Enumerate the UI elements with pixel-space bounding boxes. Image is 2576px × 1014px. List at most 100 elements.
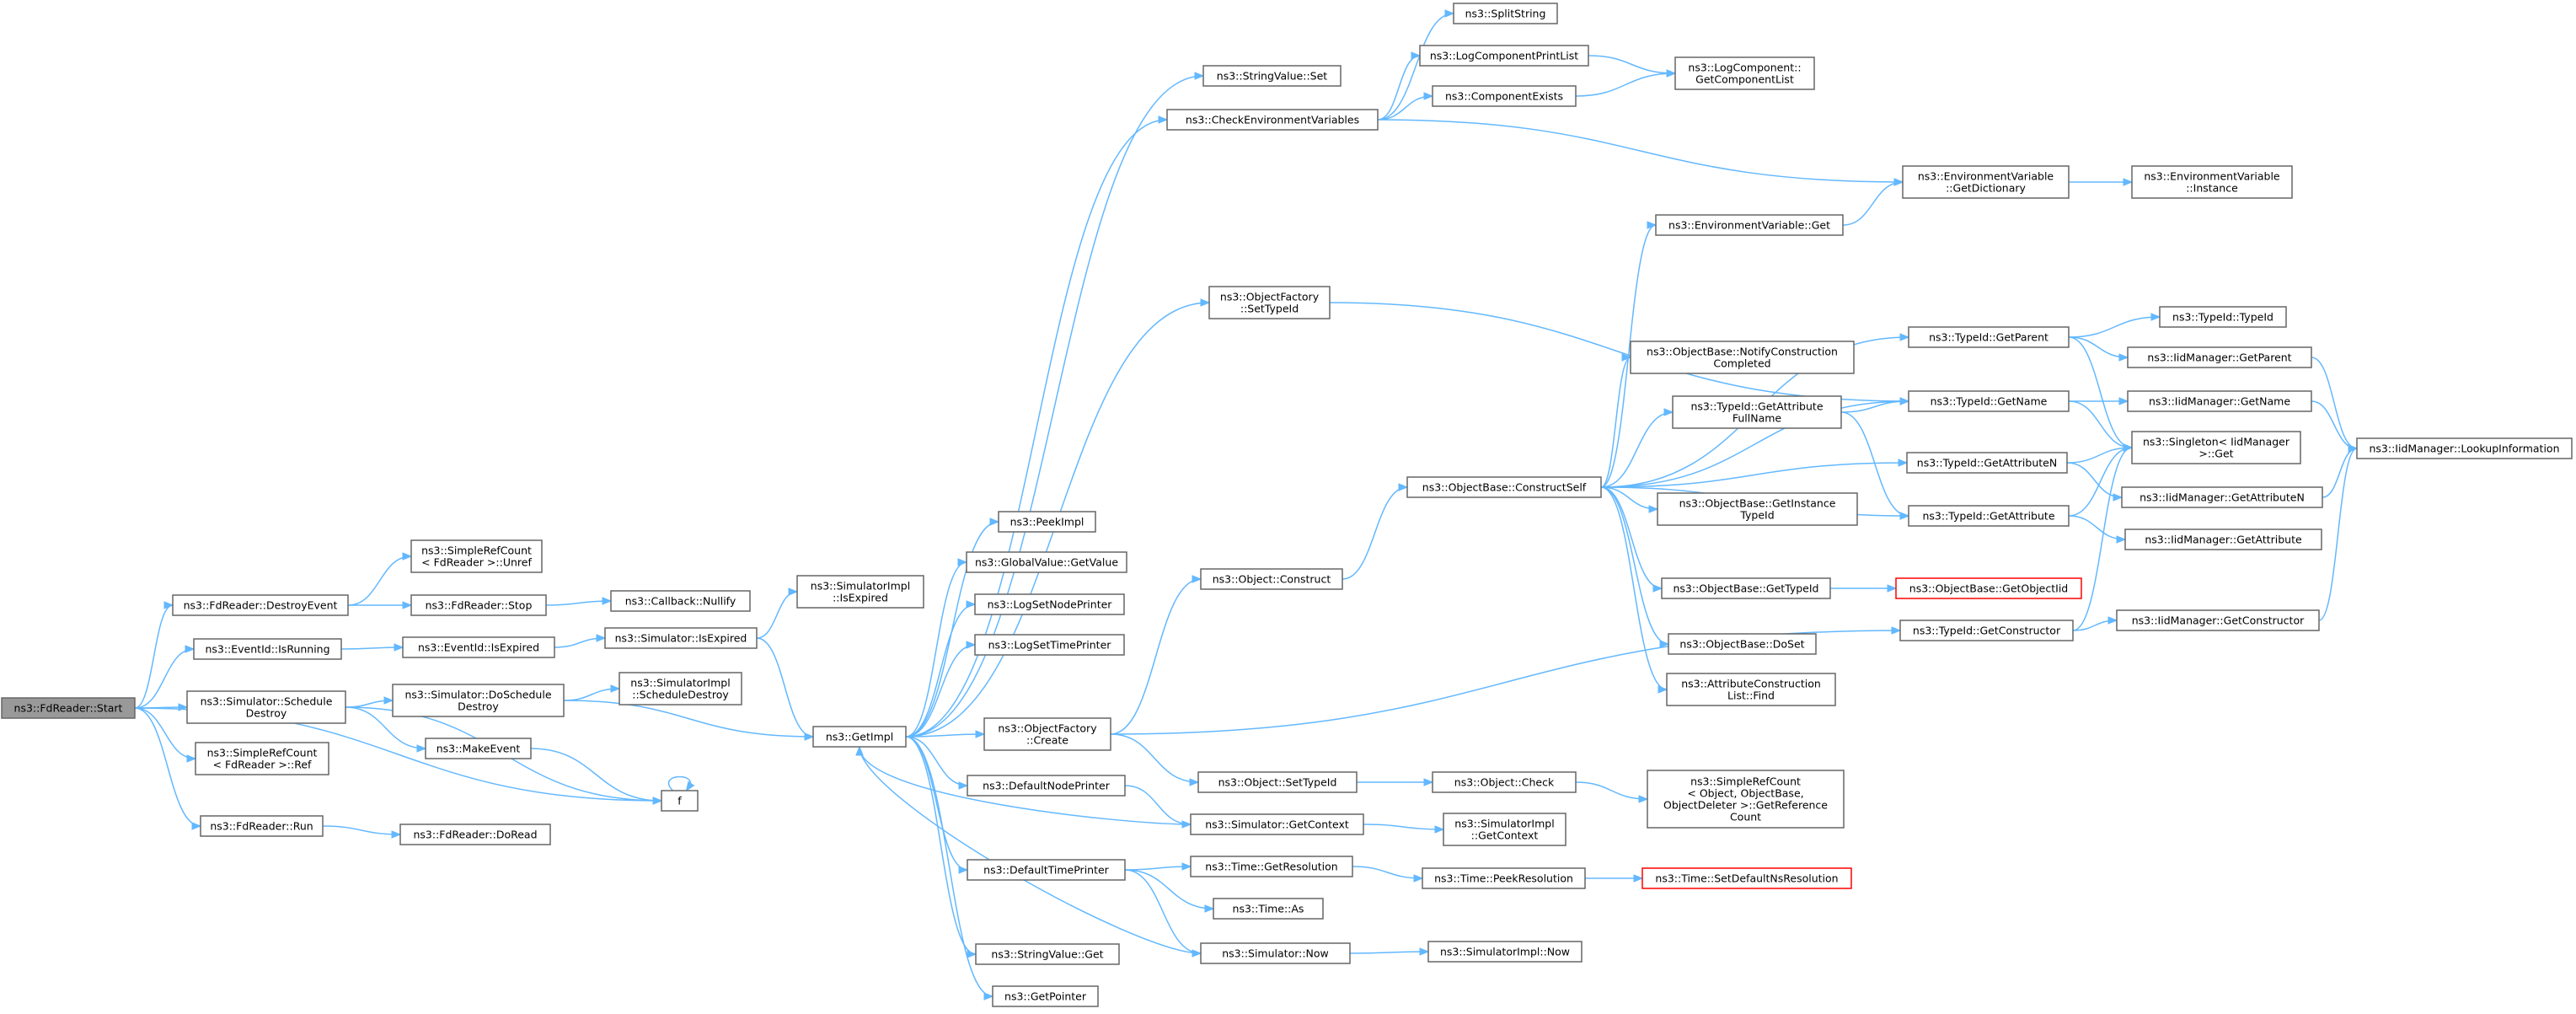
edge-arrowhead [2116, 535, 2127, 544]
node-run[interactable]: ns3::FdReader::Run [200, 815, 324, 837]
node-isRunning[interactable]: ns3::EventId::IsRunning [193, 638, 342, 660]
node-label: ns3::EventId::IsExpired [418, 641, 539, 654]
node-stop[interactable]: ns3::FdReader::Stop [410, 594, 547, 616]
node-obDoSet[interactable]: ns3::ObjectBase::DoSet [1668, 633, 1817, 655]
node-label: List::Find [1727, 689, 1775, 702]
node-iidGetParent[interactable]: ns3::IidManager::GetParent [2127, 346, 2312, 368]
node-simpleRefCountGetRef[interactable]: ns3::SimpleRefCount< Object, ObjectBase,… [1647, 770, 1845, 829]
node-nullify[interactable]: ns3::Callback::Nullify [610, 590, 751, 612]
node-checkEnv[interactable]: ns3::CheckEnvironmentVariables [1166, 109, 1379, 131]
edge-getImpl-to-logSetTimePrinter [905, 644, 976, 738]
node-typeIdGetAttributeN[interactable]: ns3::TypeId::GetAttributeN [1906, 452, 2068, 474]
node-makeEvent[interactable]: ns3::MakeEvent [425, 738, 532, 759]
node-stringValueGet[interactable]: ns3::StringValue::Get [975, 943, 1120, 965]
node-envGet[interactable]: ns3::EnvironmentVariable::Get [1655, 214, 1844, 236]
edge-typeIdGetParent-to-typeIdTypeId [2068, 316, 2161, 338]
node-ofCreate[interactable]: ns3::ObjectFactory::Create [983, 717, 1111, 751]
node-implScheduleDestroy[interactable]: ns3::SimulatorImpl::ScheduleDestroy [619, 672, 742, 706]
node-label: ns3::StringValue::Get [991, 948, 1103, 961]
node-doRead[interactable]: ns3::FdReader::DoRead [399, 824, 551, 845]
edge-arrowhead [2123, 178, 2134, 186]
node-timeGetResolution[interactable]: ns3::Time::GetResolution [1190, 856, 1353, 877]
node-start[interactable]: ns3::FdReader::Start [1, 697, 136, 719]
edge-componentExists-to-getComponentList [1575, 72, 1676, 97]
node-typeIdGetName[interactable]: ns3::TypeId::GetName [1908, 390, 2070, 412]
node-f[interactable]: f [661, 790, 699, 812]
node-label: ObjectDeleter >::GetReference [1663, 799, 1828, 812]
node-typeIdGetParent[interactable]: ns3::TypeId::GetParent [1908, 326, 2070, 348]
edge-checkEnv-to-logComponentPrintList [1377, 55, 1421, 121]
node-simNow[interactable]: ns3::Simulator::Now [1200, 942, 1351, 964]
node-box [998, 511, 1096, 533]
node-defaultTimePrinter[interactable]: ns3::DefaultTimePrinter [967, 859, 1126, 881]
node-label: GetComponentList [1695, 73, 1794, 86]
node-iidGetAttributeN[interactable]: ns3::IidManager::GetAttributeN [2121, 486, 2323, 508]
node-simpleRefCountRef[interactable]: ns3::SimpleRefCount< FdReader >::Ref [195, 742, 329, 775]
node-timeAs[interactable]: ns3::Time::As [1213, 898, 1324, 920]
edge-arrowhead [2123, 443, 2134, 452]
node-stringValueSet[interactable]: ns3::StringValue::Set [1202, 65, 1342, 87]
node-box [2159, 306, 2287, 328]
node-implNow[interactable]: ns3::SimulatorImpl::Now [1427, 941, 1583, 963]
node-envGetDictionary[interactable]: ns3::EnvironmentVariable::GetDictionary [1902, 165, 2070, 199]
node-splitString[interactable]: ns3::SplitString [1453, 3, 1558, 24]
node-notifyConstruction[interactable]: ns3::ObjectBase::NotifyConstructionCompl… [1630, 341, 1855, 374]
node-box [974, 634, 1125, 656]
node-iidGetConstructor[interactable]: ns3::IidManager::GetConstructor [2116, 609, 2320, 631]
edge-arrowhead [1200, 298, 1211, 307]
node-box [1197, 771, 1358, 793]
node-unref[interactable]: ns3::SimpleRefCount< FdReader >::Unref [410, 539, 543, 573]
edge-getImpl-to-gvGetValue [905, 561, 967, 738]
node-objCheck[interactable]: ns3::Object::Check [1432, 771, 1577, 793]
node-envInstance[interactable]: ns3::EnvironmentVariable::Instance [2131, 165, 2293, 199]
edge-objCheck-to-simpleRefCountGetRef [1575, 781, 1648, 800]
node-componentExists[interactable]: ns3::ComponentExists [1432, 85, 1577, 107]
node-iidGetName[interactable]: ns3::IidManager::GetName [2127, 390, 2312, 412]
node-peekImpl[interactable]: ns3::PeekImpl [998, 511, 1096, 533]
node-simIsExpired[interactable]: ns3::Simulator::IsExpired [604, 627, 758, 649]
node-peekResolution[interactable]: ns3::Time::PeekResolution [1422, 867, 1586, 889]
node-logSetNodePrinter[interactable]: ns3::LogSetNodePrinter [974, 593, 1125, 615]
node-iidLookup[interactable]: ns3::IidManager::LookupInformation [2356, 437, 2573, 459]
edge-arrowhead [1633, 874, 1644, 883]
node-typeIdGetAttribute[interactable]: ns3::TypeId::GetAttribute [1908, 505, 2070, 527]
node-box [195, 742, 329, 775]
node-implIsExpired[interactable]: ns3::SimulatorImpl::IsExpired [796, 575, 924, 609]
node-scheduleDestroy[interactable]: ns3::Simulator::ScheduleDestroy [186, 690, 346, 724]
node-getComponentList[interactable]: ns3::LogComponent::GetComponentList [1674, 56, 1815, 90]
node-destroyEvent[interactable]: ns3::FdReader::DestroyEvent [172, 594, 349, 616]
node-obGetTypeId[interactable]: ns3::ObjectBase::GetTypeId [1661, 577, 1831, 599]
node-isExpired[interactable]: ns3::EventId::IsExpired [402, 636, 555, 658]
node-objConstruct[interactable]: ns3::Object::Construct [1200, 568, 1343, 590]
node-getImpl[interactable]: ns3::GetImpl [812, 726, 907, 748]
edge-typeIdGetName-to-singletonGet [2068, 400, 2133, 448]
node-label: ns3::Simulator::DoSchedule [404, 689, 551, 701]
node-typeIdGetConstructor[interactable]: ns3::TypeId::GetConstructor [1899, 620, 2074, 641]
edge-arrowhead [1652, 584, 1663, 593]
node-box [1668, 633, 1817, 655]
node-objSetTypeId[interactable]: ns3::Object::SetTypeId [1197, 771, 1358, 793]
node-box [2131, 165, 2293, 199]
node-logSetTimePrinter[interactable]: ns3::LogSetTimePrinter [974, 634, 1125, 656]
edge-checkEnv-to-envGetDictionary [1377, 119, 1904, 183]
edge-arrowhead [1638, 795, 1649, 803]
node-setDefaultNsResolution[interactable]: ns3::Time::SetDefaultNsResolution [1641, 867, 1852, 889]
node-label: ns3::LogComponent:: [1688, 62, 1801, 74]
node-logComponentPrintList[interactable]: ns3::LogComponentPrintList [1419, 45, 1589, 67]
node-constructSelf[interactable]: ns3::ObjectBase::ConstructSelf [1406, 476, 1602, 498]
node-iidGetAttribute[interactable]: ns3::IidManager::GetAttribute [2124, 528, 2322, 550]
node-implGetContext[interactable]: ns3::SimulatorImpl::GetContext [1443, 813, 1566, 846]
node-getPointer[interactable]: ns3::GetPointer [992, 985, 1099, 1007]
node-singletonGet[interactable]: ns3::Singleton< IidManager >::Get [2131, 431, 2301, 464]
node-getObjectIid[interactable]: ns3::ObjectBase::GetObjectIid [1895, 577, 2082, 599]
node-typeIdTypeId[interactable]: ns3::TypeId::TypeId [2159, 306, 2287, 328]
node-defaultNodePrinter[interactable]: ns3::DefaultNodePrinter [967, 775, 1126, 797]
node-gvGetValue[interactable]: ns3::GlobalValue::GetValue [966, 551, 1127, 573]
node-ofSetTypeId[interactable]: ns3::ObjectFactory::SetTypeId [1208, 286, 1331, 319]
node-label: ns3::EnvironmentVariable [1918, 170, 2054, 183]
node-simGetContext[interactable]: ns3::Simulator::GetContext [1190, 813, 1364, 835]
